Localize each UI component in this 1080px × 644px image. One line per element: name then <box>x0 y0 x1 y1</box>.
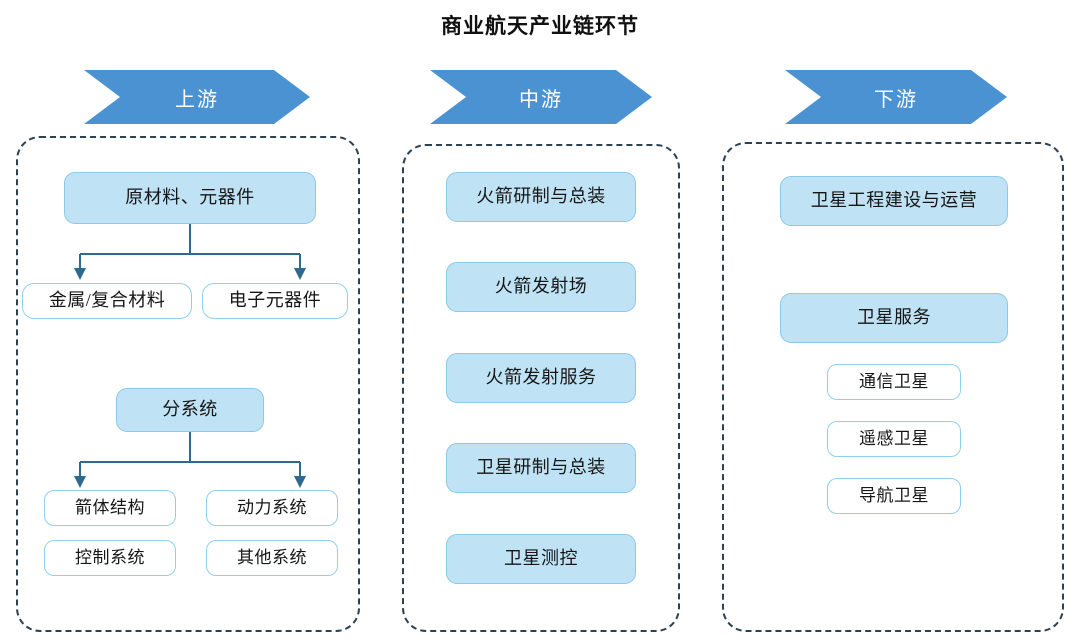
page-title: 商业航天产业链环节 <box>441 14 639 38</box>
node-rocket-launch-site[interactable]: 火箭发射场 <box>446 262 636 312</box>
stage-banner-midstream: 中游 <box>430 70 652 124</box>
node-metal-composite[interactable]: 金属/复合材料 <box>22 283 192 319</box>
node-satellite-development-assembly[interactable]: 卫星研制与总装 <box>446 443 636 493</box>
stage-banner-downstream: 下游 <box>785 70 1007 124</box>
node-satellite-tt-and-c[interactable]: 卫星测控 <box>446 534 636 584</box>
stage-banner-label-upstream: 上游 <box>175 88 219 111</box>
node-navigation-satellite[interactable]: 导航卫星 <box>827 478 961 514</box>
node-satellite-engineering-operation[interactable]: 卫星工程建设与运营 <box>780 176 1008 226</box>
node-rocket-launch-service[interactable]: 火箭发射服务 <box>446 353 636 403</box>
node-rocket-development-assembly[interactable]: 火箭研制与总装 <box>446 172 636 222</box>
node-communication-satellite[interactable]: 通信卫星 <box>827 364 961 400</box>
node-subsystems[interactable]: 分系统 <box>116 388 264 432</box>
node-other-system[interactable]: 其他系统 <box>206 540 338 576</box>
stage-banner-upstream: 上游 <box>84 70 310 124</box>
stage-container-downstream <box>722 142 1064 632</box>
node-electronic-components[interactable]: 电子元器件 <box>202 283 348 319</box>
stage-container-midstream <box>402 144 680 632</box>
node-rocket-structure[interactable]: 箭体结构 <box>44 490 176 526</box>
node-raw-materials[interactable]: 原材料、元器件 <box>64 172 316 224</box>
node-satellite-service[interactable]: 卫星服务 <box>780 293 1008 343</box>
node-control-system[interactable]: 控制系统 <box>44 540 176 576</box>
stage-banner-label-midstream: 中游 <box>519 88 563 111</box>
node-remote-sensing-satellite[interactable]: 遥感卫星 <box>827 421 961 457</box>
stage-banner-label-downstream: 下游 <box>874 88 918 111</box>
node-propulsion-system[interactable]: 动力系统 <box>206 490 338 526</box>
stage-container-upstream <box>16 136 360 632</box>
